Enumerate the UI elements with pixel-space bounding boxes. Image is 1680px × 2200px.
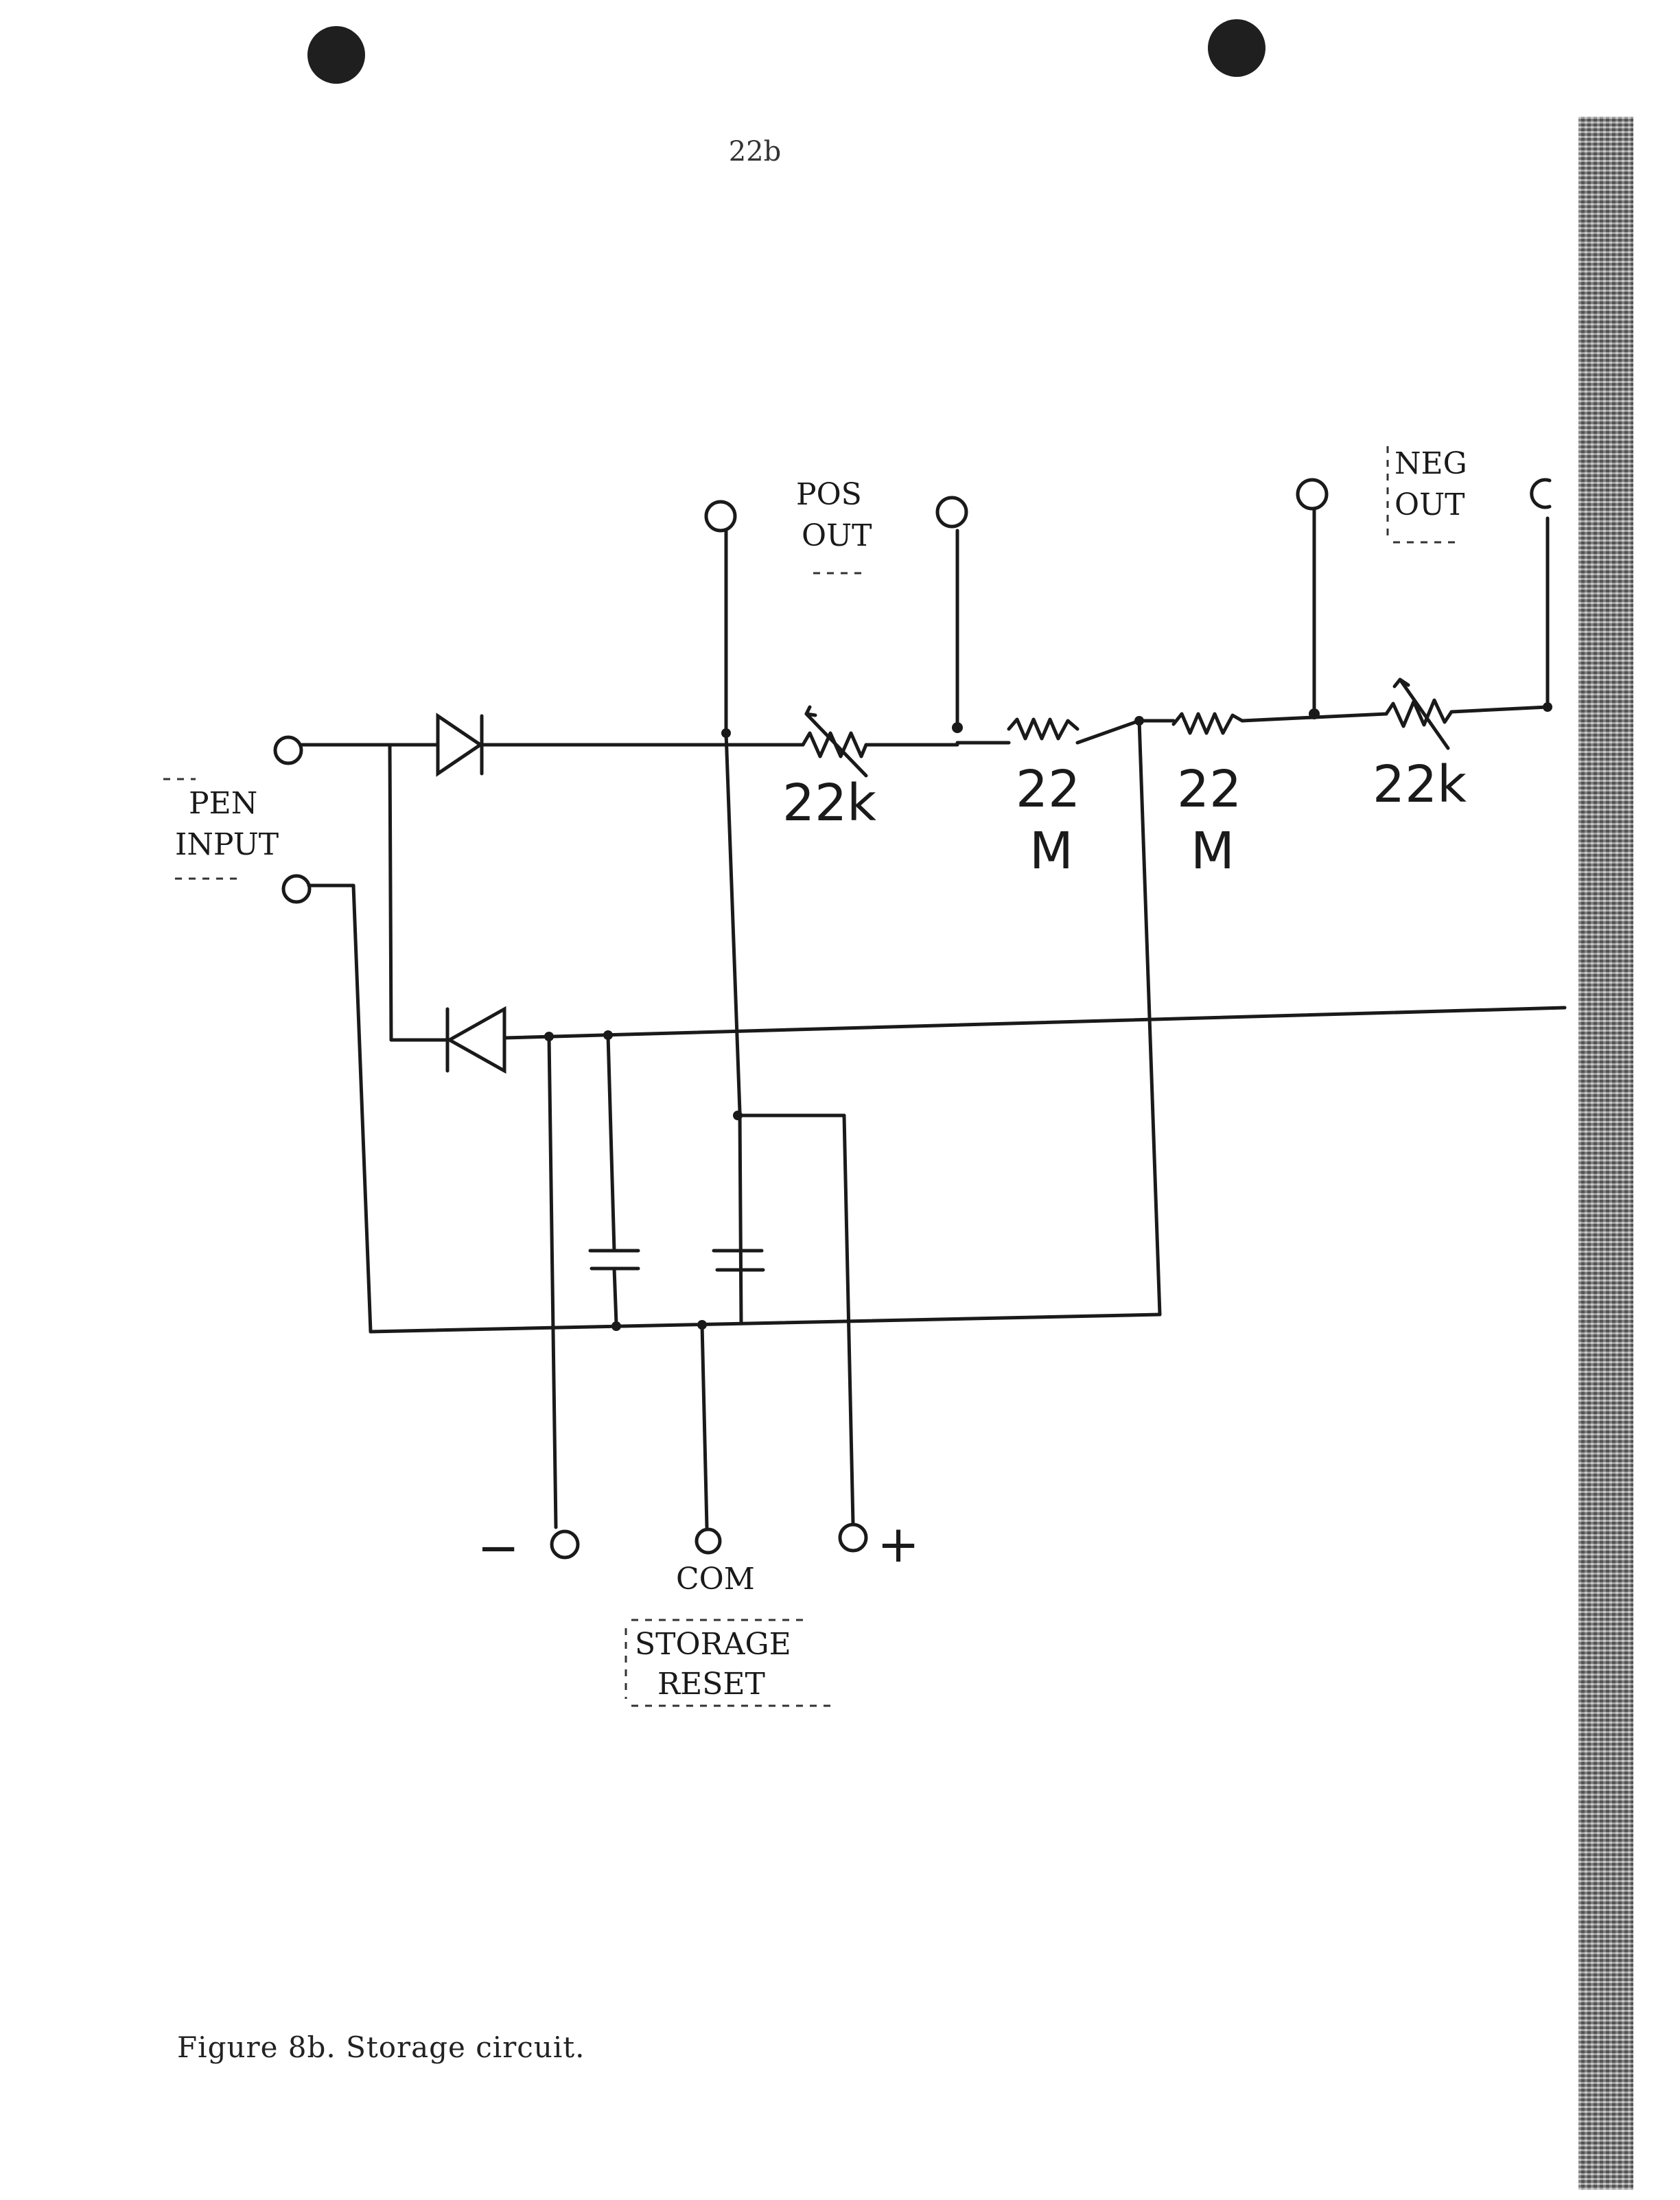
punch-hole-right — [1208, 19, 1265, 77]
resistor-1-value-line2: M — [1029, 822, 1073, 881]
minus-label: − — [477, 1518, 520, 1577]
page-number: 22b — [728, 136, 782, 167]
capacitor-2 — [712, 1249, 765, 1272]
node-cap1-bottom — [611, 1321, 621, 1331]
plus-label: + — [877, 1515, 920, 1574]
neg-out-label-line1: NEG — [1395, 446, 1467, 481]
neg-terminal-left — [1296, 478, 1329, 511]
storage-reset-label-line1: STORAGE — [635, 1627, 791, 1662]
center-vertical-wire — [724, 731, 742, 1114]
minus-terminal — [550, 1529, 580, 1560]
pos-terminal-right — [935, 496, 968, 529]
resistor-2-value-line2: M — [1191, 822, 1235, 881]
diode-branch-wire — [388, 743, 393, 1042]
common-bus-wire — [369, 1312, 1162, 1334]
potentiometer-pos — [801, 705, 868, 778]
pot-pos-value: 22k — [782, 774, 876, 833]
pen-input-upper-terminal — [273, 735, 303, 765]
com-lead — [700, 1323, 709, 1529]
scanned-page-edge — [1578, 117, 1633, 2190]
plus-terminal — [838, 1522, 868, 1553]
right-vertical-wire — [1137, 719, 1162, 1317]
resistor-22m-2 — [1171, 712, 1244, 735]
pot-neg-value: 22k — [1373, 755, 1467, 814]
potentiometer-neg — [1384, 678, 1454, 750]
neg-terminal-right — [1530, 478, 1552, 509]
top-signal-line — [300, 705, 1550, 747]
neg-out-label-line2: OUT — [1395, 487, 1465, 522]
com-label: COM — [676, 1562, 755, 1597]
punch-hole-left — [307, 26, 365, 84]
storage-reset-label-line2: RESET — [657, 1667, 765, 1702]
forward-diode — [436, 713, 484, 777]
resistor-1-value-line1: 22 — [1016, 760, 1080, 819]
center-vertical-wire-lower — [738, 1110, 743, 1325]
pen-return-vertical — [351, 883, 373, 1334]
pos-out-label-line2: OUT — [802, 518, 872, 553]
lower-bus-wire — [502, 1006, 1567, 1040]
reverse-diode — [445, 1006, 506, 1074]
capacitor-1 — [588, 1033, 640, 1325]
minus-lead — [547, 1034, 558, 1529]
pen-input-label-line2: INPUT — [175, 827, 279, 862]
pen-input-label-line1: PEN — [189, 786, 257, 821]
pos-out-label-line1: POS — [796, 477, 862, 512]
pos-terminal-left — [704, 500, 737, 533]
pen-input-lower-terminal — [281, 874, 312, 904]
com-terminal — [695, 1527, 722, 1555]
resistor-2-value-line1: 22 — [1177, 760, 1241, 819]
resistor-22m-1 — [1007, 717, 1080, 741]
figure-caption: Figure 8b. Storage circuit. — [177, 2030, 585, 2064]
